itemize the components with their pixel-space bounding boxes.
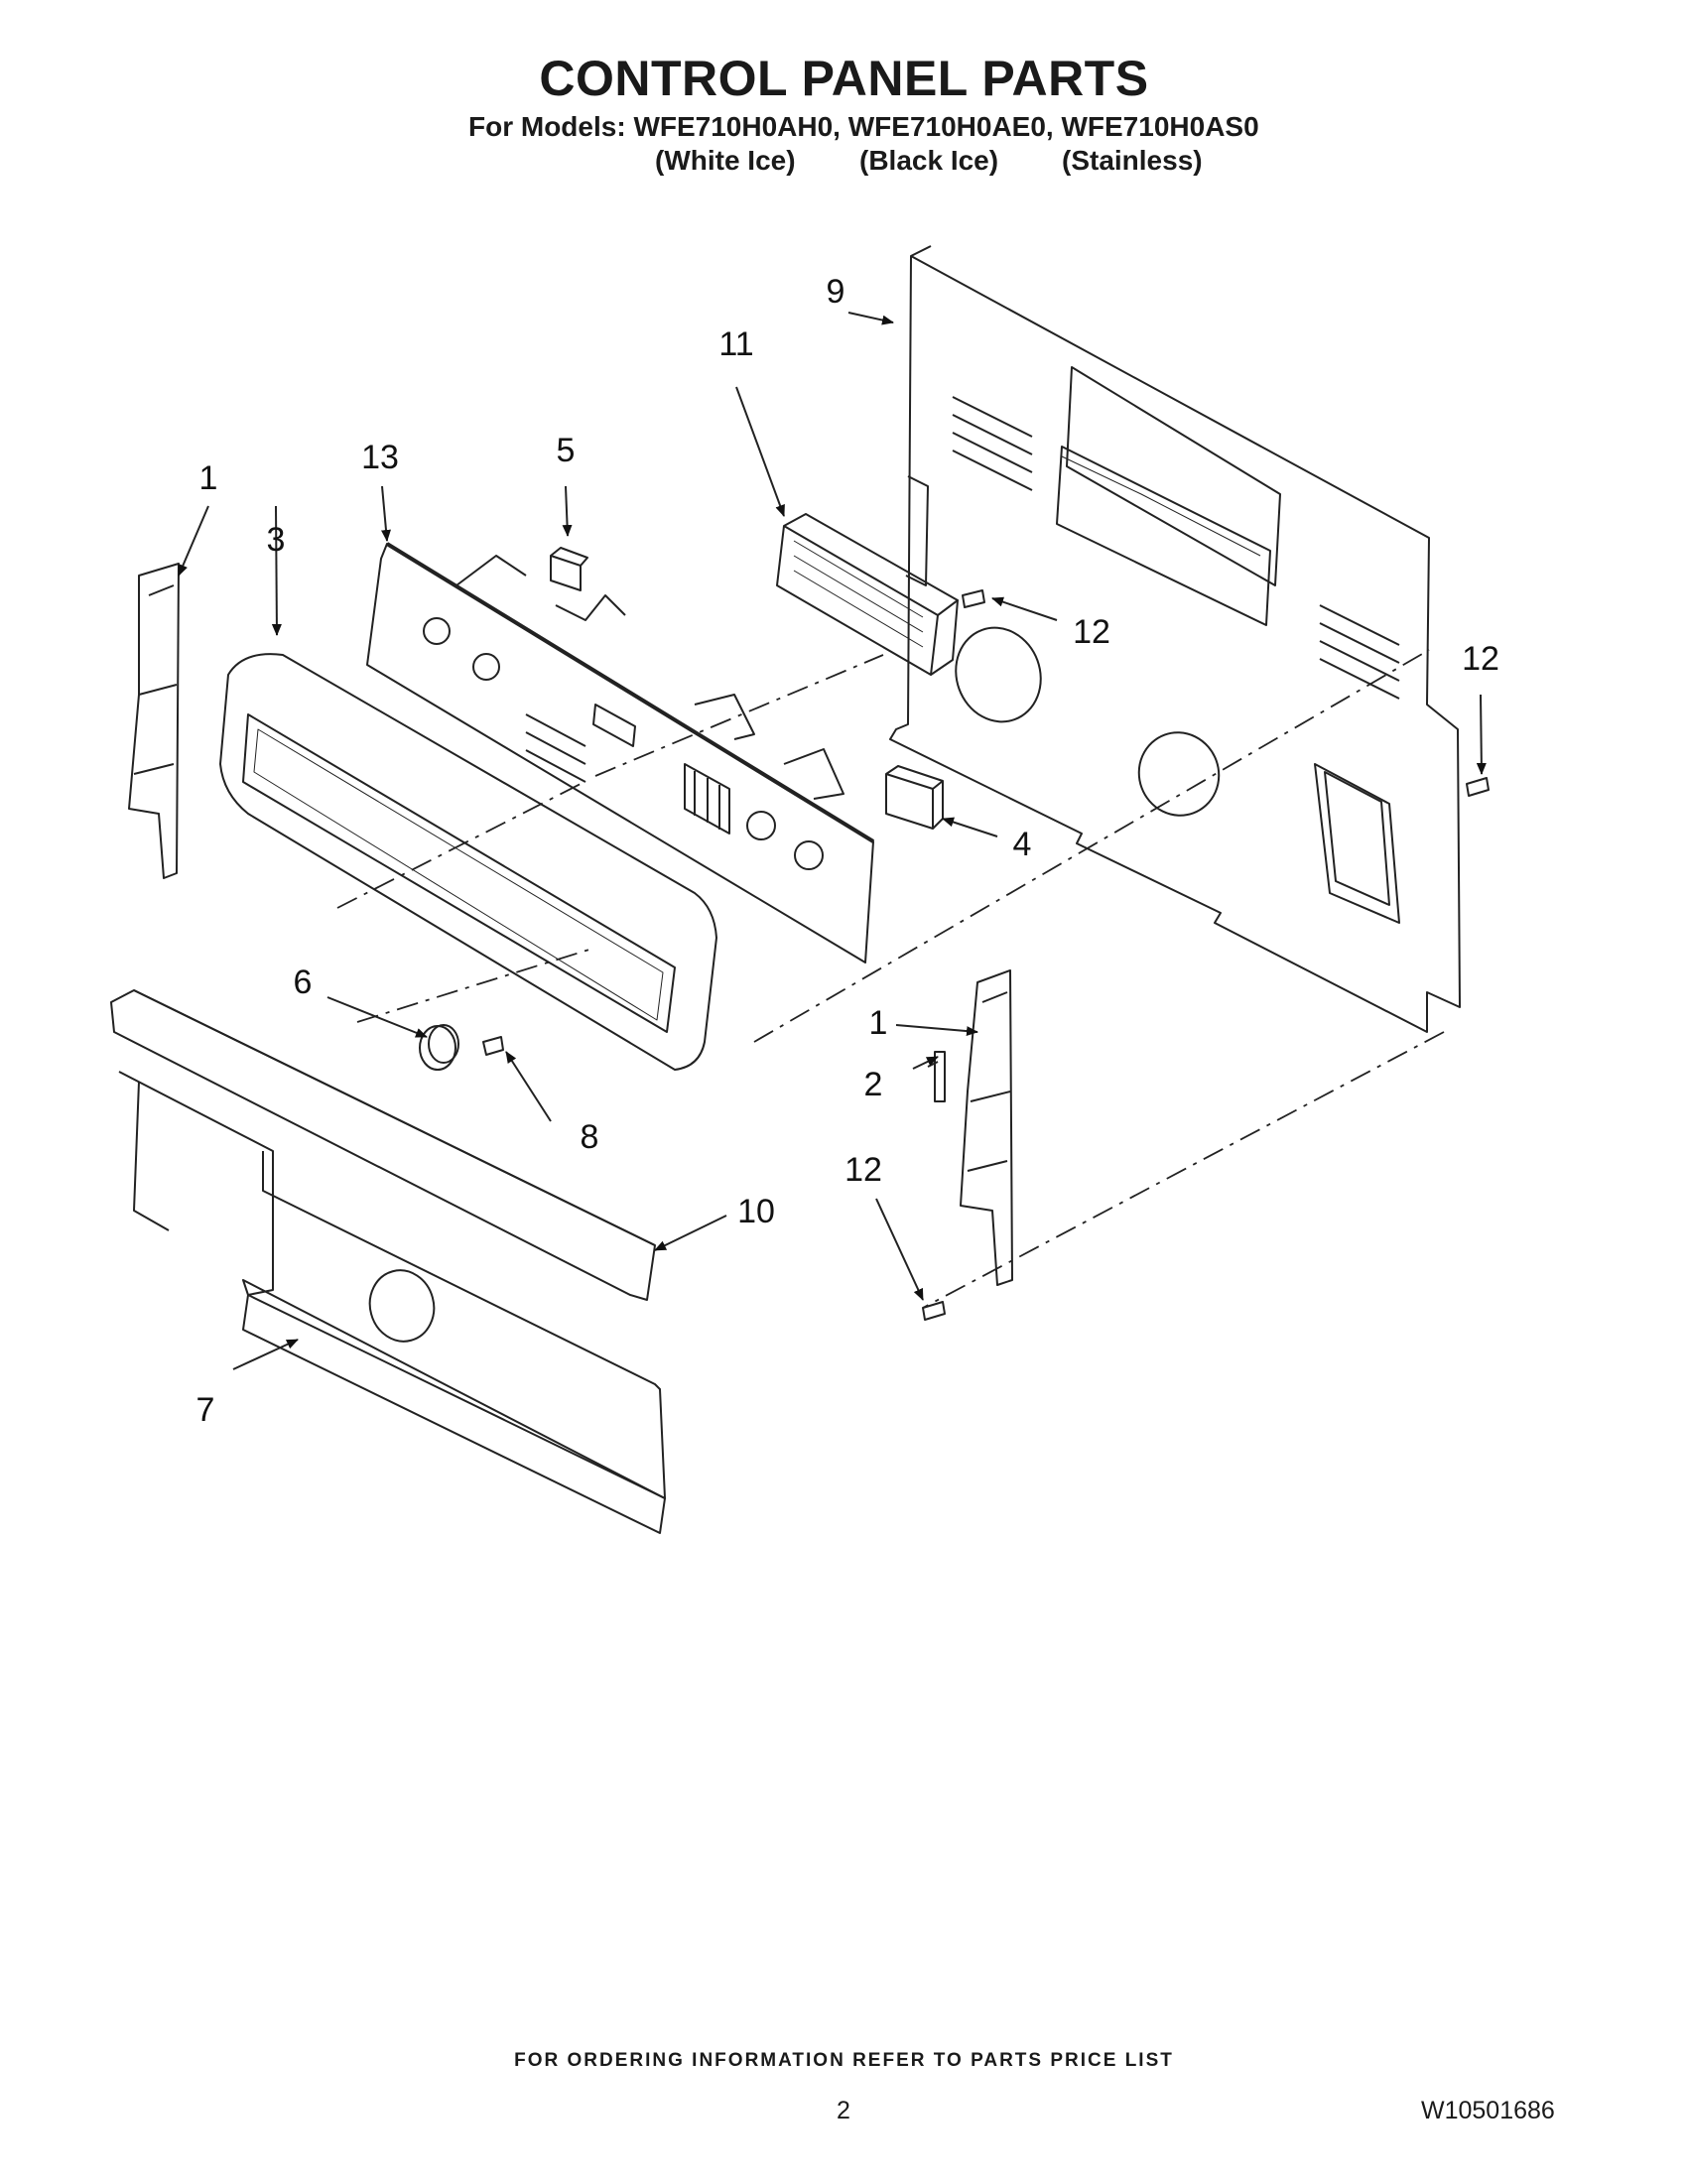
- page-title: CONTROL PANEL PARTS: [539, 51, 1149, 106]
- screw-parts: [482, 589, 1490, 1321]
- models-line: For Models: WFE710H0AH0, WFE710H0AE0, WF…: [468, 111, 1259, 142]
- callout-11: 11: [718, 325, 753, 363]
- callout-1-left: 1: [199, 459, 218, 497]
- callout-2: 2: [864, 1066, 883, 1103]
- knob-part: [419, 1024, 459, 1071]
- callout-labels: 1 3 13 5 11 9 12 12 4 6 1 2 12 8 10 7: [196, 273, 1499, 1429]
- lower-panel-part: [118, 1071, 666, 1534]
- upper-rail-part: [110, 989, 656, 1301]
- callout-1-right: 1: [869, 1004, 888, 1042]
- variant-white-ice: (White Ice): [655, 145, 796, 176]
- side-bracket-right-part: [960, 969, 1013, 1286]
- callout-7: 7: [196, 1391, 215, 1429]
- callout-12-bracket: 12: [844, 1151, 882, 1189]
- ordering-note: FOR ORDERING INFORMATION REFER TO PARTS …: [514, 2050, 1174, 2071]
- console-trim-part: [219, 653, 717, 1071]
- leader-arrows: [178, 312, 1487, 1370]
- variant-black-ice: (Black Ice): [859, 145, 999, 176]
- callout-4: 4: [1013, 826, 1032, 863]
- callout-13: 13: [361, 439, 399, 476]
- page-number: 2: [837, 2097, 850, 2124]
- switch-part: [550, 547, 588, 591]
- callout-3: 3: [267, 521, 286, 559]
- rear-panel-part: [889, 245, 1461, 1033]
- callout-8: 8: [581, 1118, 599, 1156]
- document-number: W10501686: [1421, 2097, 1555, 2124]
- callout-5: 5: [557, 432, 576, 469]
- callout-10: 10: [737, 1193, 775, 1230]
- callout-9: 9: [827, 273, 845, 311]
- callout-12-module: 12: [1073, 613, 1110, 651]
- side-bracket-left-part: [128, 563, 180, 879]
- callout-12-panel: 12: [1462, 640, 1499, 678]
- block-part: [885, 765, 944, 830]
- control-module-part: [776, 513, 959, 676]
- control-panel-board-part: [366, 542, 875, 964]
- variant-stainless: (Stainless): [1062, 145, 1203, 176]
- callout-6: 6: [294, 964, 313, 1001]
- alignment-lines: [336, 649, 1445, 1309]
